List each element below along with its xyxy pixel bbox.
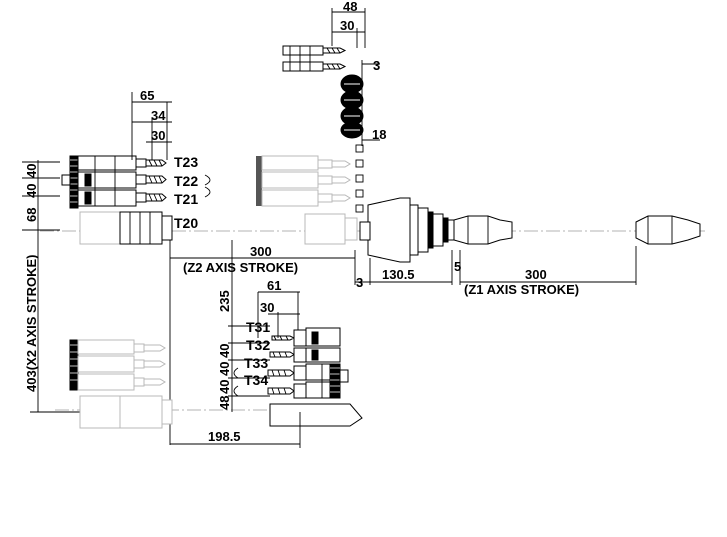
tool-label-t21: T21 [174, 191, 198, 207]
dim-left-68: 68 [24, 208, 39, 222]
dim-lower-48: 48 [217, 396, 232, 410]
tool-label-t32: T32 [246, 337, 270, 353]
ghost-tool-group-lower-left [69, 339, 173, 429]
dim-z1-axis-stroke: (Z1 AXIS STROKE) [464, 282, 579, 297]
top-dimension-lines [331, 8, 380, 146]
dim-top-3: 3 [373, 58, 380, 73]
dim-left-40a: 40 [24, 164, 39, 178]
dim-stroke-300-z2: 300 [250, 244, 272, 259]
dim-upper-30: 30 [151, 128, 165, 143]
dim-lower-40a: 40 [217, 344, 232, 358]
dim-top-18: 18 [372, 127, 386, 142]
upper-left-tool-group [61, 155, 211, 245]
ghost-tool-group-upper [256, 155, 358, 245]
dim-top-30: 30 [340, 18, 354, 33]
tool-label-t23: T23 [174, 154, 198, 170]
turret-station-markers [355, 144, 364, 213]
dim-lower-30: 30 [260, 300, 274, 315]
lower-dimension-lines [170, 240, 301, 448]
dim-x2-axis-stroke: 403(X2 AXIS STROKE) [24, 254, 39, 392]
tool-label-t20: T20 [174, 215, 198, 231]
main-spindle [359, 197, 701, 263]
top-black-tool-holders [340, 74, 364, 139]
dim-lower-40b: 40 [217, 362, 232, 376]
dim-stroke-300-z1: 300 [525, 267, 547, 282]
tool-label-t33: T33 [244, 355, 268, 371]
top-drill-tools [282, 45, 347, 72]
dim-spindle-130-5: 130.5 [382, 267, 415, 282]
dim-vert-235: 235 [217, 290, 232, 312]
tool-label-t22: T22 [174, 173, 198, 189]
dim-upper-65: 65 [140, 88, 154, 103]
tool-label-t34: T34 [244, 372, 268, 388]
dim-left-40b: 40 [24, 184, 39, 198]
tool-label-t31: T31 [246, 319, 270, 335]
upper-left-dimension-lines [22, 92, 172, 231]
dim-upper-34: 34 [151, 108, 166, 123]
dim-bottom-198-5: 198.5 [208, 429, 241, 444]
dim-lower-61: 61 [267, 278, 281, 293]
dim-spindle-3: 3 [356, 275, 363, 290]
dim-spindle-5: 5 [454, 259, 461, 274]
dim-z2-axis-stroke: (Z2 AXIS STROKE) [183, 260, 298, 275]
dim-lower-40c: 40 [217, 380, 232, 394]
dim-top-48: 48 [343, 0, 357, 14]
lower-tool-group [233, 327, 363, 427]
